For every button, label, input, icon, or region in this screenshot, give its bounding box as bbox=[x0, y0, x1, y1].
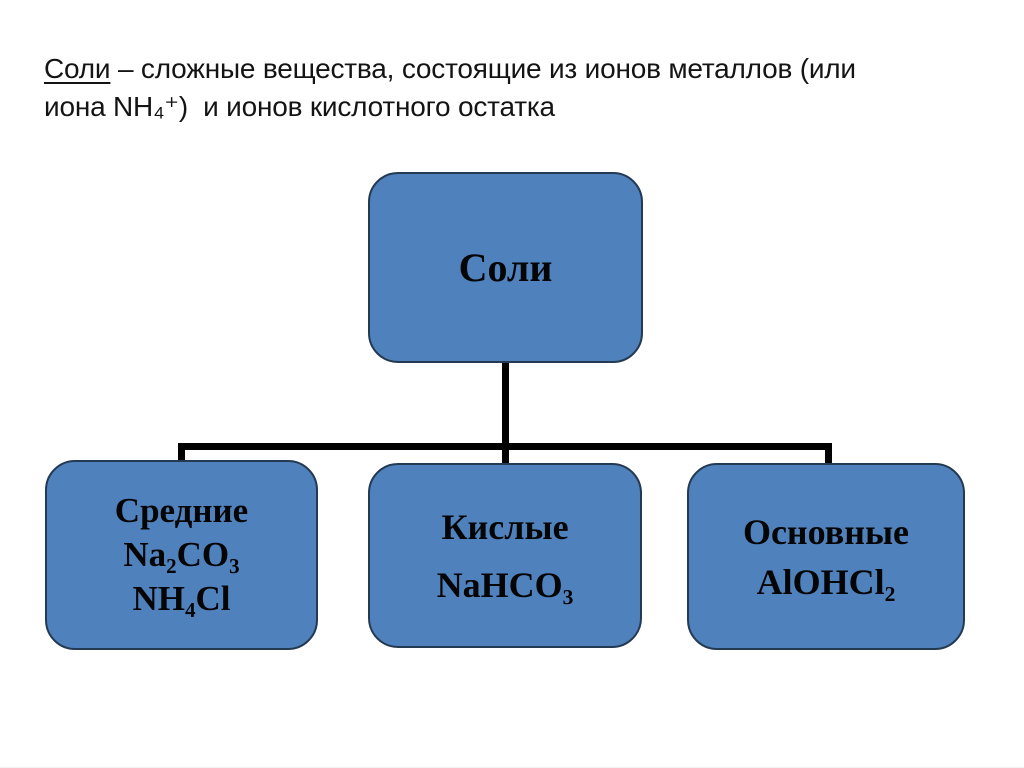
node-acid-salts-title: Кислые bbox=[441, 506, 569, 547]
node-middle-salts-title: Средние bbox=[114, 491, 249, 530]
node-middle-salts-formula-1: Na₂CO₃ bbox=[123, 535, 240, 574]
definition-line-1: Соли – сложные вещества, состоящие из ио… bbox=[44, 50, 994, 88]
node-basic-salts-title: Основные bbox=[742, 511, 910, 552]
node-salts-root-label: Соли bbox=[458, 245, 553, 290]
node-basic-salts-formula-1: AlOHCl₂ bbox=[756, 561, 896, 602]
node-salts-root: Соли bbox=[368, 172, 643, 363]
node-middle-salts: Средние Na₂CO₃ NH₄Cl bbox=[45, 460, 318, 650]
connector-stub-middle bbox=[502, 443, 509, 463]
definition-text: Соли – сложные вещества, состоящие из ио… bbox=[44, 50, 994, 126]
connector-root-vertical bbox=[502, 361, 509, 447]
node-acid-salts: Кислые NaHCO₃ bbox=[368, 463, 642, 648]
node-middle-salts-formula-2: NH₄Cl bbox=[132, 579, 231, 618]
node-basic-salts: Основные AlOHCl₂ bbox=[687, 463, 965, 650]
definition-line-1-rest: – сложные вещества, состоящие из ионов м… bbox=[110, 53, 856, 84]
node-acid-salts-formula-1: NaHCO₃ bbox=[436, 564, 574, 605]
definition-term: Соли bbox=[44, 53, 111, 84]
connector-stub-left bbox=[178, 443, 185, 463]
connector-stub-right bbox=[825, 443, 832, 463]
definition-line-2: иона NH₄⁺) и ионов кислотного остатка bbox=[44, 91, 555, 122]
